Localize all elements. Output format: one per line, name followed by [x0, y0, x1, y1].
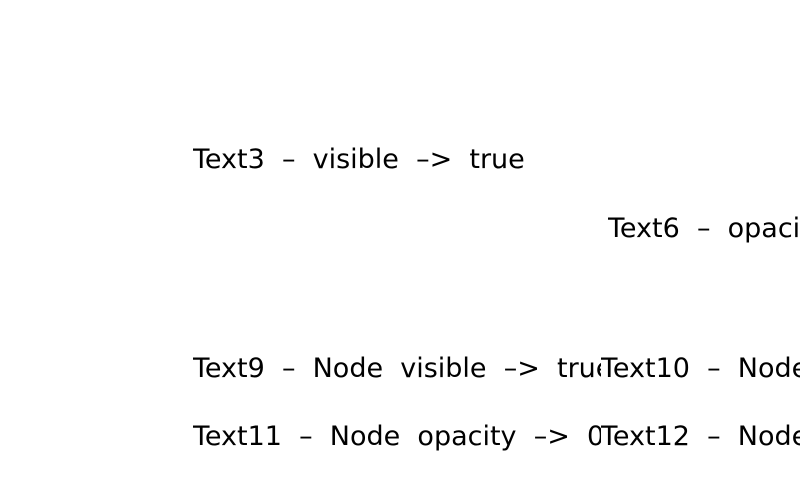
- label-text6: Text6 – opacity: [608, 213, 800, 244]
- label-text11: Text11 – Node opacity –> 0: [193, 421, 601, 452]
- label-text9: Text9 – Node visible –> true: [193, 353, 601, 384]
- label-text3: Text3 – visible –> true: [193, 144, 525, 175]
- label-text10: Text10 – Node: [601, 353, 800, 384]
- label-text12: Text12 – Node: [601, 421, 800, 452]
